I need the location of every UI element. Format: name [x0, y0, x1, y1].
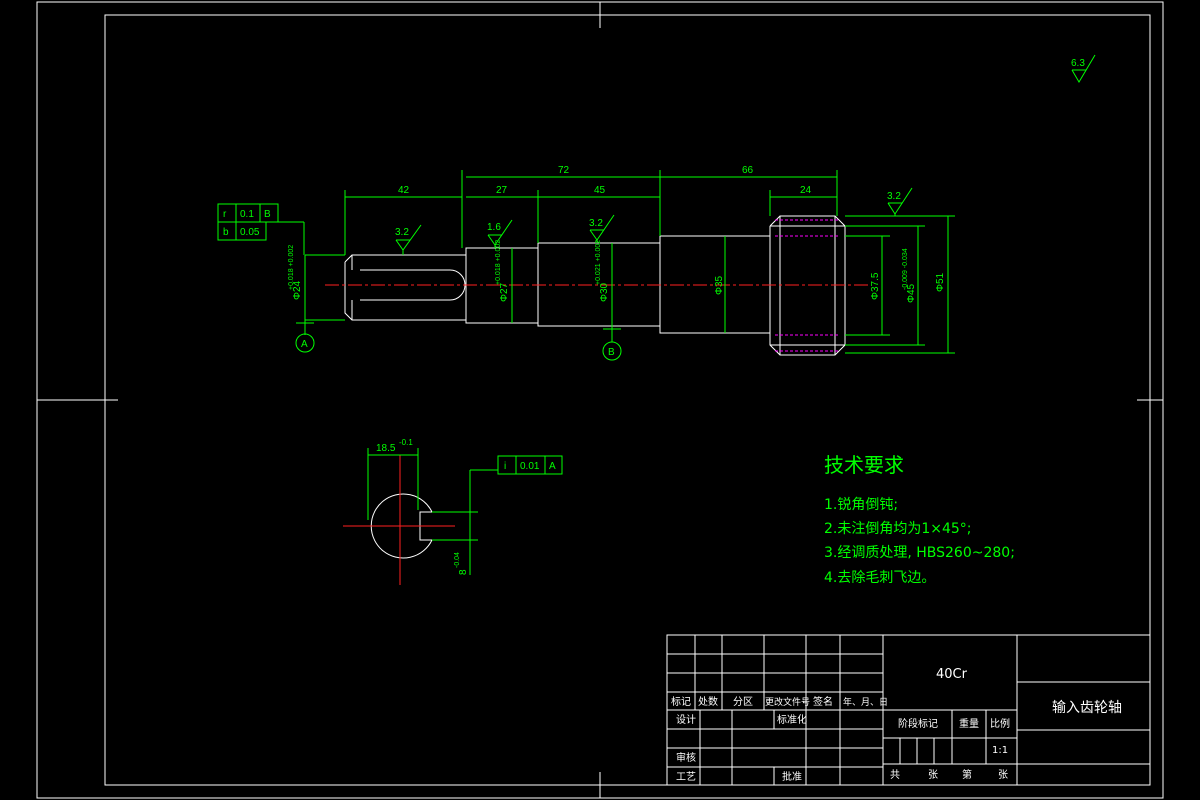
label-sheet-total: 共 [890, 769, 900, 781]
tol3-datum: A [549, 461, 556, 472]
datum-b: B [608, 347, 615, 358]
horizontal-dimensions: 42 27 45 72 66 24 [344, 165, 838, 255]
dim-72: 72 [558, 165, 570, 176]
dim-dia-24: Φ24 [292, 280, 303, 300]
section-dim-depth-tol: -0.04 [454, 552, 461, 568]
shaft-roughness-symbols: 3.2 1.6 3.2 3.2 [395, 187, 913, 255]
roughness-keyway: 3.2 [395, 227, 409, 238]
rev-header-count: 处数 [698, 695, 718, 708]
dim-dia-35: Φ35 [714, 275, 725, 295]
label-sheet-zhang: 张 [928, 769, 938, 781]
dim-dia-24-tol: +0.018 +0.002 [288, 245, 295, 290]
dim-45: 45 [594, 185, 606, 196]
tech-req-item-2: 2.未注倒角均为1×45°; [824, 521, 972, 537]
tolerance-frame-1: r 0.1 B b 0.05 [217, 203, 305, 255]
tech-req-item-4: 4.去除毛刺飞边。 [824, 570, 935, 586]
label-check: 审核 [676, 751, 696, 764]
tol1-datum: B [264, 209, 271, 220]
label-process: 工艺 [676, 771, 696, 783]
dim-dia-51: Φ51 [935, 272, 946, 292]
label-stage-mark: 阶段标记 [898, 717, 938, 730]
label-approve: 批准 [782, 770, 802, 783]
diameter-dimensions: Φ24 +0.018 +0.002 Φ27 +0.018 +0.002 Φ30 … [288, 215, 955, 354]
scale-value: 1:1 [992, 745, 1008, 756]
rev-header-sign: 签名 [813, 695, 833, 708]
tech-req-item-3: 3.经调质处理, HBS260~280; [824, 545, 1015, 561]
material-text: 40Cr [936, 667, 968, 682]
dim-dia-45-tol: -0.009 -0.034 [902, 248, 909, 290]
global-roughness-symbol: 6.3 [1071, 54, 1096, 83]
dim-dia-30: Φ30 [599, 282, 610, 302]
tol3-symbol: i [504, 461, 506, 472]
tech-req-heading: 技术要求 [824, 453, 904, 477]
drawing-frame [36, 1, 1164, 799]
dim-dia-27-tol: +0.018 +0.002 [495, 240, 502, 285]
title-block: 40Cr 输入齿轮轴 标记 处数 分区 更改文件号 签名 年、月、日 设计 标准… [666, 634, 1151, 786]
rev-header-zone: 分区 [733, 696, 753, 708]
tol2-value: 0.05 [240, 227, 260, 238]
dim-24: 24 [800, 185, 812, 196]
part-name: 输入齿轮轴 [1052, 700, 1122, 716]
label-design: 设计 [676, 713, 696, 726]
global-roughness-value: 6.3 [1071, 58, 1085, 69]
tech-req-item-1: 1.锐角倒钝; [824, 497, 898, 513]
section-dim-depth: 8 [458, 569, 469, 575]
dim-66: 66 [742, 165, 754, 176]
roughness-seat-1: 1.6 [487, 222, 501, 233]
section-dim-width-tol: -0.1 [399, 438, 413, 447]
section-view: 18.5 -0.1 8 -0.04 i 0.01 A [343, 438, 563, 585]
dim-dia-45: Φ45 [906, 283, 917, 303]
tol1-value: 0.1 [240, 209, 254, 220]
dim-dia-37-5: Φ37.5 [870, 272, 881, 300]
rev-header-doc: 更改文件号 [765, 696, 810, 708]
dim-42: 42 [398, 185, 410, 196]
roughness-gear: 3.2 [887, 191, 901, 202]
dim-dia-27: Φ27 [499, 282, 510, 302]
label-scale: 比例 [990, 717, 1010, 730]
dim-27: 27 [496, 185, 508, 196]
tol2-symbol: b [223, 227, 229, 238]
rev-header-mark: 标记 [671, 696, 691, 708]
datum-a: A [301, 339, 308, 350]
datum-markers: A B [295, 320, 622, 361]
technical-requirements: 技术要求 1.锐角倒钝; 2.未注倒角均为1×45°; 3.经调质处理, HBS… [824, 453, 1015, 586]
roughness-seat-2: 3.2 [589, 218, 603, 229]
tol1-symbol: r [223, 209, 227, 220]
dim-dia-30-tol: +0.021 +0.002 [595, 240, 602, 285]
label-standardize: 标准化 [777, 713, 807, 726]
label-weight: 重量 [959, 717, 979, 730]
tol3-value: 0.01 [520, 461, 540, 472]
label-sheet-zhang-2: 张 [998, 769, 1008, 781]
rev-header-date: 年、月、日 [843, 696, 888, 708]
section-dim-width: 18.5 [376, 443, 396, 454]
label-sheet-no: 第 [962, 768, 972, 781]
